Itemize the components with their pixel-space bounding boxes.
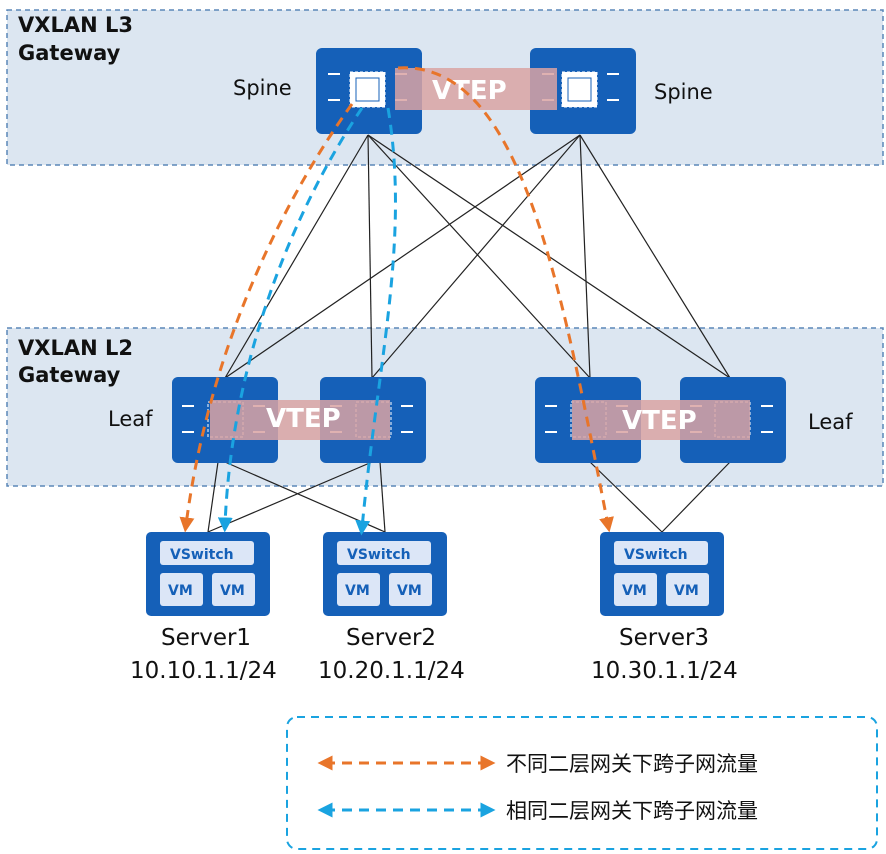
orange-flow-server1 bbox=[179, 103, 354, 533]
server3-vm2: VM bbox=[674, 583, 699, 599]
leaf-right-vtep-band bbox=[572, 400, 750, 440]
leaf-left-vtep-label: VTEP bbox=[266, 404, 341, 434]
legend-orange-label: 不同二层网关下跨子网流量 bbox=[506, 752, 758, 776]
l2-zone-label-line1: VXLAN L2 bbox=[18, 336, 133, 360]
server2[interactable]: VSwitch VM VM bbox=[323, 532, 447, 616]
server1-vm1: VM bbox=[168, 583, 193, 599]
spine-vtep-label: VTEP bbox=[432, 76, 507, 106]
server1-name: Server1 bbox=[161, 625, 251, 651]
l3-zone-label-line1: VXLAN L3 bbox=[18, 13, 133, 37]
server3-vswitch: VSwitch bbox=[624, 547, 688, 563]
server3-ip: 10.30.1.1/24 bbox=[591, 658, 738, 684]
server1-vm2: VM bbox=[220, 583, 245, 599]
server2-vm1: VM bbox=[345, 583, 370, 599]
server2-vswitch: VSwitch bbox=[347, 547, 411, 563]
l2-zone-label-line2: Gateway bbox=[18, 363, 121, 387]
server3[interactable]: VSwitch VM VM bbox=[600, 532, 724, 616]
legend-blue-label: 相同二层网关下跨子网流量 bbox=[506, 799, 758, 823]
spine-left-label: Spine bbox=[233, 76, 292, 100]
server1-vswitch: VSwitch bbox=[170, 547, 234, 563]
legend-box bbox=[286, 716, 878, 850]
server1-ip: 10.10.1.1/24 bbox=[130, 658, 277, 684]
server3-name: Server3 bbox=[619, 625, 709, 651]
server2-name: Server2 bbox=[346, 625, 436, 651]
server1[interactable]: VSwitch VM VM bbox=[146, 532, 270, 616]
server3-vm1: VM bbox=[622, 583, 647, 599]
orange-flow-server3 bbox=[397, 66, 614, 533]
server2-vm2: VM bbox=[397, 583, 422, 599]
leaf-right-label: Leaf bbox=[808, 410, 853, 434]
l3-zone-label-line2: Gateway bbox=[18, 41, 121, 65]
leaf-right-vtep-label: VTEP bbox=[622, 406, 697, 436]
spine-right-label: Spine bbox=[654, 80, 713, 104]
blue-flow-server2 bbox=[355, 107, 397, 536]
leaf-left-label: Leaf bbox=[108, 407, 153, 431]
server2-ip: 10.20.1.1/24 bbox=[318, 658, 465, 684]
